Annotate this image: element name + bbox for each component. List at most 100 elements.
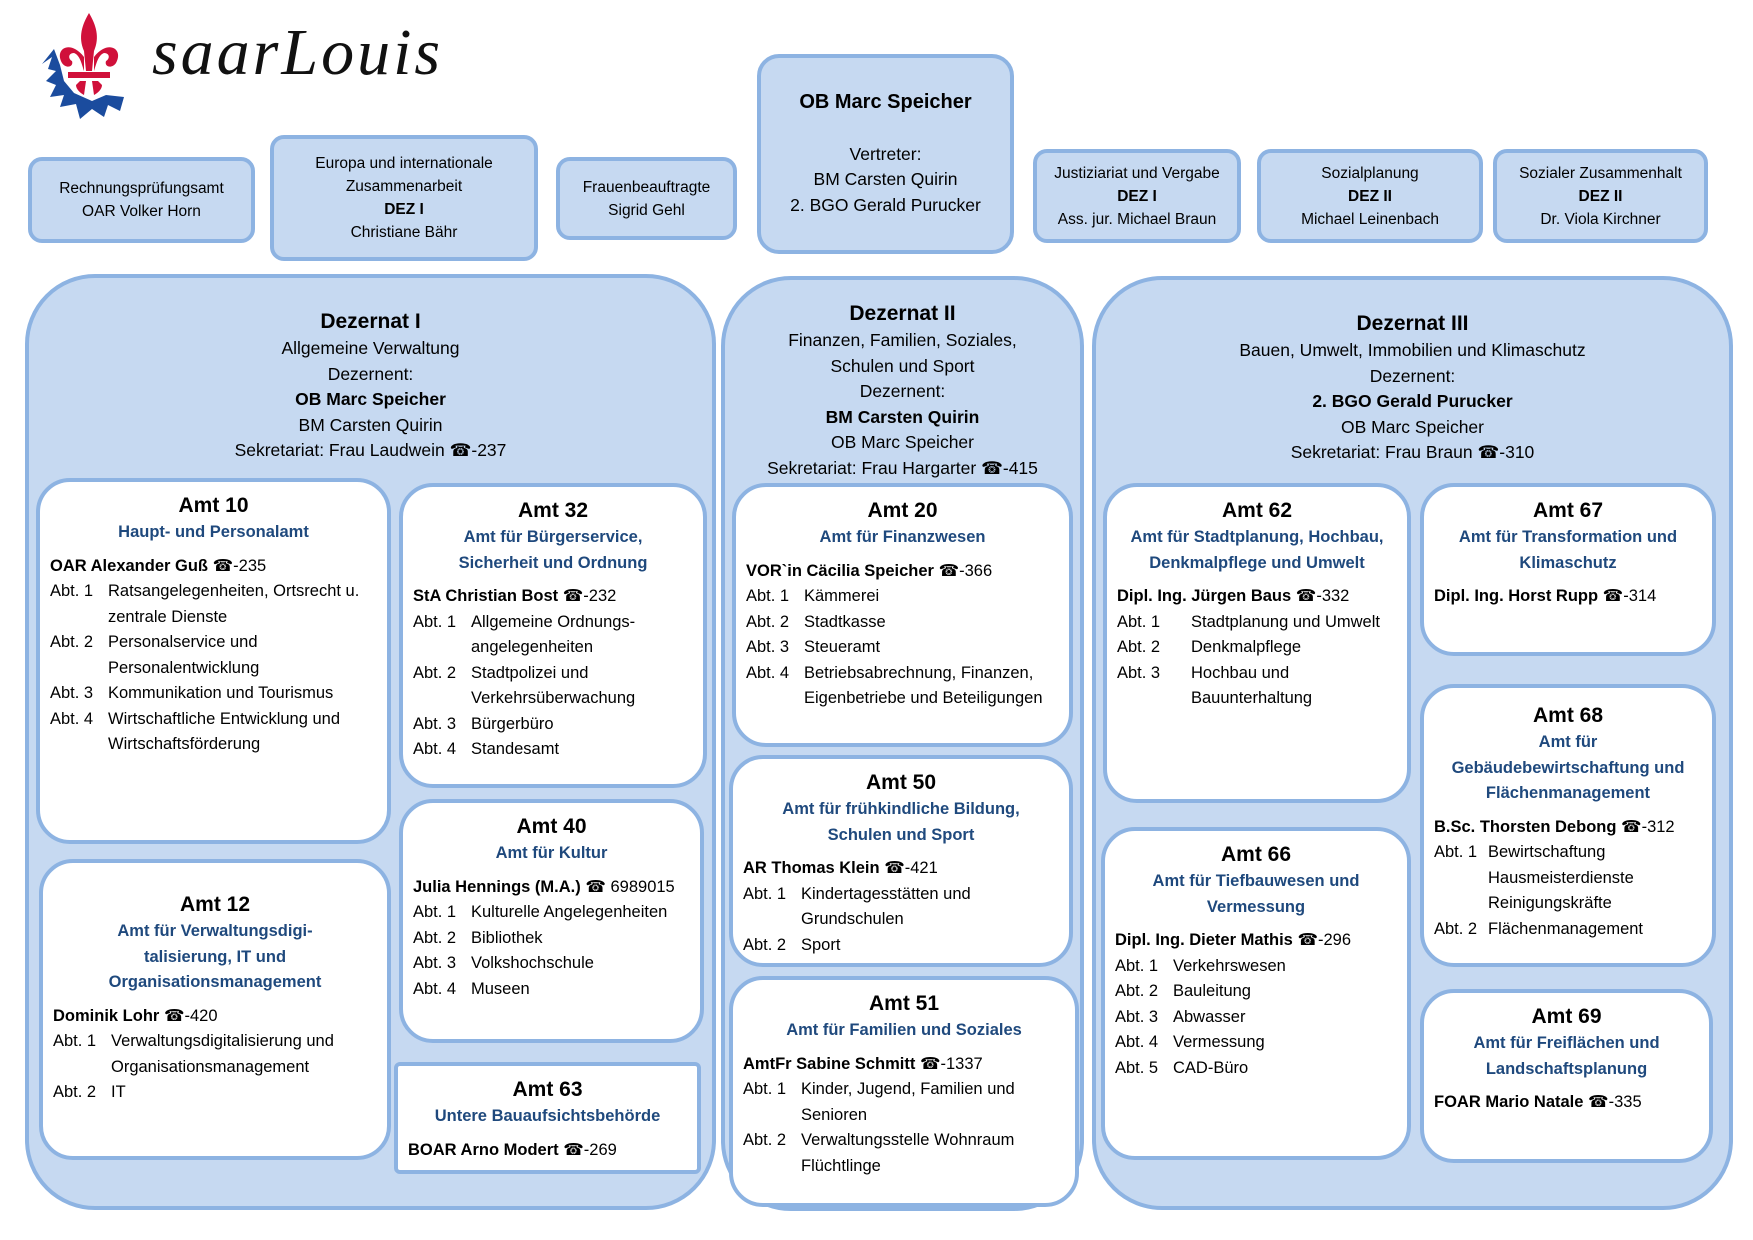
amt-subtitle-line: Amt für xyxy=(1538,733,1598,751)
amt-head-name: BOAR Arno Modert xyxy=(408,1140,559,1159)
abteilung-label: Abt. 3 xyxy=(1117,663,1161,682)
abteilung-text: Volkshochschule xyxy=(471,954,594,972)
abteilung-text: Museen xyxy=(471,979,530,998)
box-line: Frauenbeauftragte xyxy=(582,178,711,196)
abteilung-label: Abt. 1 xyxy=(743,884,787,903)
box-line: Ass. jur. Michael Braun xyxy=(1057,210,1217,228)
abteilung-label: Abt. 2 xyxy=(1117,638,1161,656)
abteilung-label: Abt. 2 xyxy=(413,663,457,682)
box-line: Zusammenarbeit xyxy=(345,178,463,195)
amt-subtitle-line: Vermessung xyxy=(1206,897,1306,916)
abteilung-text: Bibliothek xyxy=(471,928,543,947)
abteilung-label: Abt. 4 xyxy=(413,740,457,758)
dezernat-area: Finanzen, Familien, Soziales, xyxy=(788,330,1017,350)
dezernat-title: Dezernat III xyxy=(1356,312,1469,335)
sekretariat-phone: ☎-415 xyxy=(981,457,1038,478)
amt-title: Amt 69 xyxy=(1531,1005,1602,1028)
abteilung-text: IT xyxy=(111,1083,126,1101)
fleur-de-lis-icon xyxy=(42,13,124,119)
amt-title: Amt 67 xyxy=(1532,499,1604,522)
amt-subtitle-line: Sicherheit und Ordnung xyxy=(458,553,648,572)
abteilung-text: Bewirtschaftung Hausmeisterdienste Reini… xyxy=(1488,843,1634,912)
abteilung-label: Abt. 1 xyxy=(53,1032,97,1050)
abteilung-text: Kindertagesstätten und Grundschulen xyxy=(801,884,971,929)
abteilung-row: Abt. 2 Denkmalpflege xyxy=(1117,635,1397,661)
amt-subtitle-line: Amt für Verwaltungsdigi- xyxy=(117,922,313,940)
amt-head-name: Dipl. Ing. Horst Rupp xyxy=(1434,587,1599,605)
amt-title: Amt 12 xyxy=(179,893,251,916)
amt-subtitle: Amt für Finanzwesen xyxy=(746,525,1059,551)
abteilung-text: Verwaltungsstelle Wohnraum Flüchtlinge xyxy=(801,1131,1015,1175)
abteilung-label: Abt. 3 xyxy=(413,714,457,733)
amt-head-name: Dominik Lohr xyxy=(53,1006,160,1025)
abteilung-text: Wirtschaftliche Entwicklung und Wirtscha… xyxy=(108,709,341,754)
abteilung-row: Abt. 2 IT xyxy=(53,1080,377,1106)
abteilung-text: Flächenmanagement xyxy=(1488,919,1644,938)
abteilung-text: Vermessung xyxy=(1173,1033,1265,1051)
amt-head: Dipl. Ing. Jürgen Baus ☎-332 xyxy=(1117,584,1397,610)
amt-title: Amt 68 xyxy=(1532,704,1604,727)
abteilung-label: Abt. 2 xyxy=(743,935,787,954)
amt-head: B.Sc. Thorsten Debong ☎-312 xyxy=(1434,815,1702,841)
dezernent-name: OB Marc Speicher xyxy=(295,389,446,409)
amt-subtitle: Untere Bauaufsichtsbehörde xyxy=(408,1104,687,1130)
abteilung-label: Abt. 1 xyxy=(1434,843,1478,861)
amt-head: Julia Hennings (M.A.) ☎ 6989015 xyxy=(413,875,690,901)
abteilung-text: Stadtpolizei und Verkehrsüberwachung xyxy=(471,663,636,708)
abteilung-text: Steueramt xyxy=(804,638,881,656)
abteilung-label: Abt. 1 xyxy=(1117,612,1161,631)
abteilung-label: Abt. 2 xyxy=(1115,982,1159,1000)
amt-head-name: OAR Alexander Guß xyxy=(50,556,208,575)
amt-subtitle-line: Organisationsmanagement xyxy=(108,973,322,991)
amt-title: Amt 63 xyxy=(512,1078,583,1101)
abteilung-row: Abt. 3 Hochbau und Bauunterhaltung xyxy=(1117,661,1397,712)
amt-head: OAR Alexander Guß ☎-235 xyxy=(50,554,377,580)
sekretariat-phone: ☎-237 xyxy=(449,440,507,460)
box-line: Christiane Bähr xyxy=(350,224,458,241)
box-line: Rechnungsprüfungsamt xyxy=(59,180,224,197)
amt-head-phone: ☎-421 xyxy=(884,859,938,877)
amt-subtitle-line: Amt für Transformation und xyxy=(1458,528,1678,546)
dezernent-name: 2. BGO Gerald Purucker xyxy=(1312,391,1513,411)
ob-name: OB Marc Speicher xyxy=(799,91,972,113)
abteilung-text: Stadtplanung und Umwelt xyxy=(1191,612,1380,631)
amt-head: Dominik Lohr ☎-420 xyxy=(53,1004,377,1030)
abteilung-text: Abwasser xyxy=(1173,1007,1246,1026)
dezernat-title: Dezernat I xyxy=(320,310,421,333)
sekretariat-text: Sekretariat: Frau Laudwein xyxy=(234,440,445,460)
amt-head-phone: ☎-269 xyxy=(563,1140,617,1159)
amt-head: FOAR Mario Natale ☎-335 xyxy=(1434,1090,1699,1116)
amt-subtitle-line: Untere Bauaufsichtsbehörde xyxy=(434,1107,661,1125)
amt-head-phone: ☎ 6989015 xyxy=(585,877,675,896)
abteilung-label: Abt. 1 xyxy=(743,1080,787,1098)
abteilung-row: Abt. 1 Stadtplanung und Umwelt xyxy=(1117,610,1397,636)
abteilung-label: Abt. 2 xyxy=(746,612,790,631)
abteilung-label: Abt. 2 xyxy=(53,1083,97,1101)
abteilung-text: Denkmalpflege xyxy=(1191,638,1302,656)
abteilung-text: Kinder, Jugend, Familien und Senioren xyxy=(801,1080,1015,1124)
abteilung-text: Bauleitung xyxy=(1173,982,1251,1000)
abteilung-label: Abt. 2 xyxy=(50,633,94,651)
abteilung-text: Hochbau und Bauunterhaltung xyxy=(1191,663,1313,708)
dezernent-label: Dezernent: xyxy=(1369,365,1456,386)
